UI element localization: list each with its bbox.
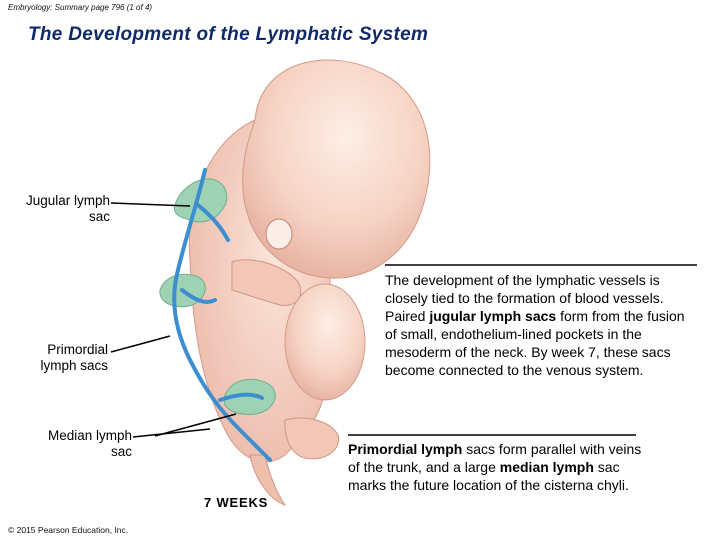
lower-limb [284, 417, 340, 460]
page-caption: Embryology: Summary page 796 (1 of 4) [8, 3, 153, 12]
tail [249, 454, 287, 506]
description-primordial: Primordial lymph sacs form parallel with… [348, 440, 648, 494]
veins [172, 168, 272, 462]
desc1-bold-1: jugular lymph sacs [429, 308, 557, 324]
desc2-text-1: sacs form parallel with veins of the tru… [348, 441, 642, 475]
heart-prominence [284, 283, 366, 401]
desc1-text-2: form from the fusion of small, endotheli… [385, 308, 685, 378]
desc1-text-1: The development of the lymphatic vessels… [385, 272, 664, 324]
upper-limb [231, 259, 302, 306]
median-lymph-sac-label: Median lymph sac [47, 428, 132, 459]
description-jugular: The development of the lymphatic vessels… [385, 271, 697, 379]
jugular-lymph-sac-label: Jugular lymph sac [25, 193, 110, 224]
age-label: 7 WEEKS [204, 495, 269, 510]
desc2-bold-1: Primordial lymph [348, 441, 463, 457]
leader-lines [110, 202, 697, 438]
desc2-bold-2: median lymph [499, 459, 594, 475]
copyright-notice: © 2015 Pearson Education, Inc. [8, 525, 129, 535]
desc2-text-2: sac marks the future location of the cis… [348, 459, 629, 493]
page-title: The Development of the Lymphatic System [28, 24, 429, 45]
eye [265, 218, 293, 250]
primordial-lymph-sacs-label: Primordial lymph sacs [40, 342, 108, 373]
